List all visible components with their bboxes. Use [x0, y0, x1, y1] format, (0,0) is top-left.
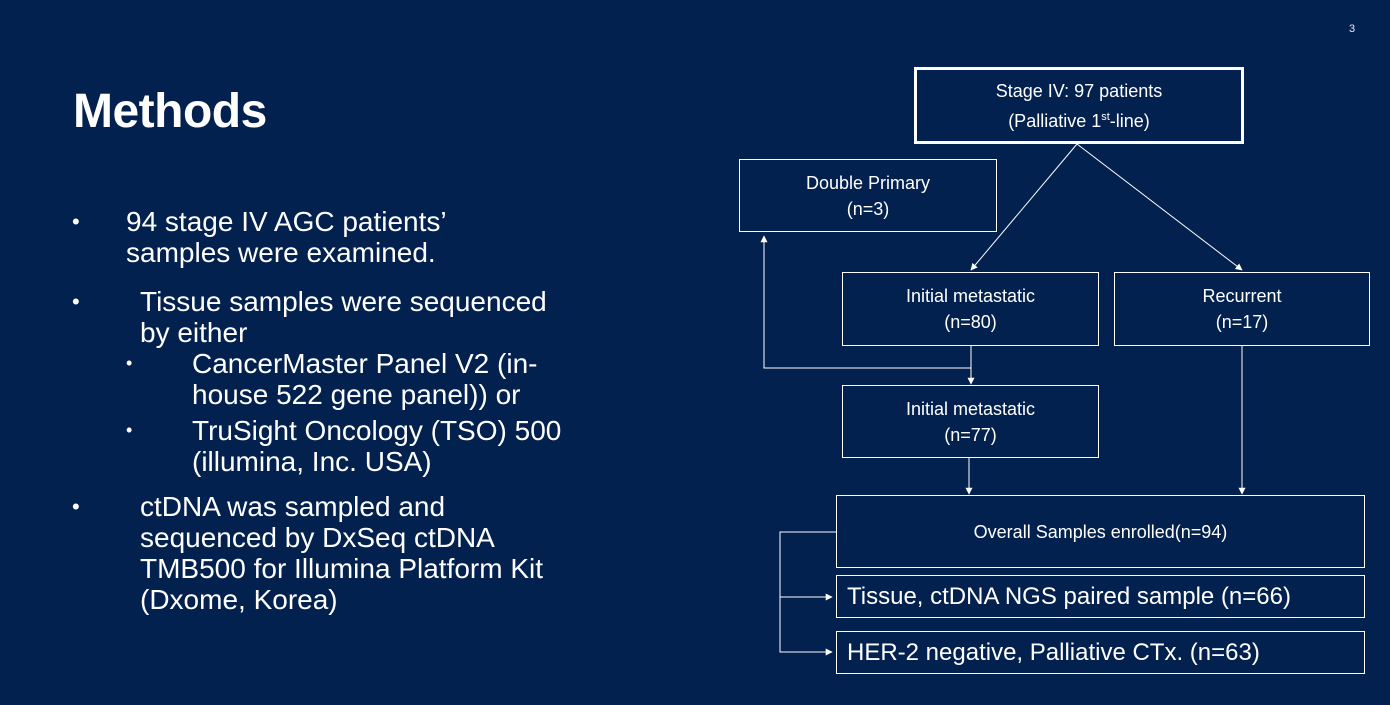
box-text: Tissue, ctDNA NGS paired sample (n=66) — [847, 582, 1291, 610]
sub-bullet-item: • CancerMaster Panel V2 (in- house 522 g… — [72, 348, 662, 410]
bullet-text-line: CancerMaster Panel V2 (in- — [192, 348, 538, 379]
sub-bullet-marker: • — [126, 420, 133, 440]
connector-stage-to-recurrent — [1076, 143, 1243, 271]
bullet-text-line: (illumina, Inc. USA) — [192, 446, 432, 477]
bullet-text-line: sequenced by DxSeq ctDNA — [140, 522, 495, 553]
bullet-text-line: 94 stage IV AGC patients’ — [126, 206, 447, 237]
bullet-text-line: TMB500 for Illumina Platform Kit — [140, 553, 544, 584]
box-text: Double Primary — [805, 172, 931, 193]
bullet-text-line: (Dxome, Korea) — [140, 584, 338, 615]
connector-stage-to-initial — [970, 143, 1078, 271]
slide-title: Methods — [73, 85, 267, 138]
sub-bullet-item: • TruSight Oncology (TSO) 500 (illumina,… — [72, 415, 662, 477]
double-primary-box: Double Primary (n=3) — [739, 159, 997, 232]
bullet-marker: • — [72, 494, 80, 519]
bullet-text-line: Tissue samples were sequenced — [140, 286, 547, 317]
bullet-marker: • — [72, 209, 80, 234]
connector-overall-branch-her2 — [779, 597, 833, 656]
initial-metastatic-77-box: Initial metastatic (n=77) — [842, 385, 1099, 458]
box-text: Stage IV: 97 patients — [995, 80, 1163, 101]
bullet-text-line: samples were examined. — [126, 237, 436, 268]
recurrent-box: Recurrent (n=17) — [1114, 272, 1370, 346]
bullet-text-line: house 522 gene panel)) or — [192, 379, 521, 410]
connector-overall-branch — [779, 531, 836, 601]
box-text: (n=17) — [1215, 312, 1269, 332]
bullet-text-line: ctDNA was sampled and — [140, 491, 446, 522]
box-text: (n=77) — [944, 424, 997, 445]
bullet-item: • ctDNA was sampled and sequenced by DxS… — [72, 491, 662, 615]
bullet-text-line: TruSight Oncology (TSO) 500 — [192, 415, 562, 446]
box-text: (n=80) — [944, 312, 997, 332]
bullet-marker: • — [72, 289, 80, 314]
her2-negative-box: HER-2 negative, Palliative CTx. (n=63) — [836, 631, 1365, 674]
box-text: Initial metastatic — [905, 286, 1036, 306]
box-text: Recurrent — [1202, 286, 1282, 306]
stage-iv-box: Stage IV: 97 patients (Palliative 1st-li… — [914, 67, 1244, 144]
overall-samples-box: Overall Samples enrolled(n=94) — [836, 495, 1365, 568]
bullet-item: • 94 stage IV AGC patients’ samples were… — [72, 206, 662, 272]
box-text: Overall Samples enrolled(n=94) — [973, 521, 1228, 542]
box-text: HER-2 negative, Palliative CTx. (n=63) — [847, 638, 1260, 666]
box-text: (n=3) — [846, 198, 890, 219]
page-number: 3 — [1349, 23, 1356, 35]
sub-bullet-marker: • — [126, 353, 133, 373]
methods-bullet-list: • 94 stage IV AGC patients’ samples were… — [72, 206, 662, 615]
initial-metastatic-80-box: Initial metastatic (n=80) — [842, 272, 1099, 346]
bullet-item: • Tissue samples were sequenced by eithe… — [72, 286, 662, 477]
box-text: (Palliative 1st-line) — [1008, 110, 1150, 131]
box-text: Initial metastatic — [905, 398, 1036, 419]
tissue-ctdna-box: Tissue, ctDNA NGS paired sample (n=66) — [836, 575, 1365, 618]
bullet-text-line: by either — [140, 317, 248, 348]
